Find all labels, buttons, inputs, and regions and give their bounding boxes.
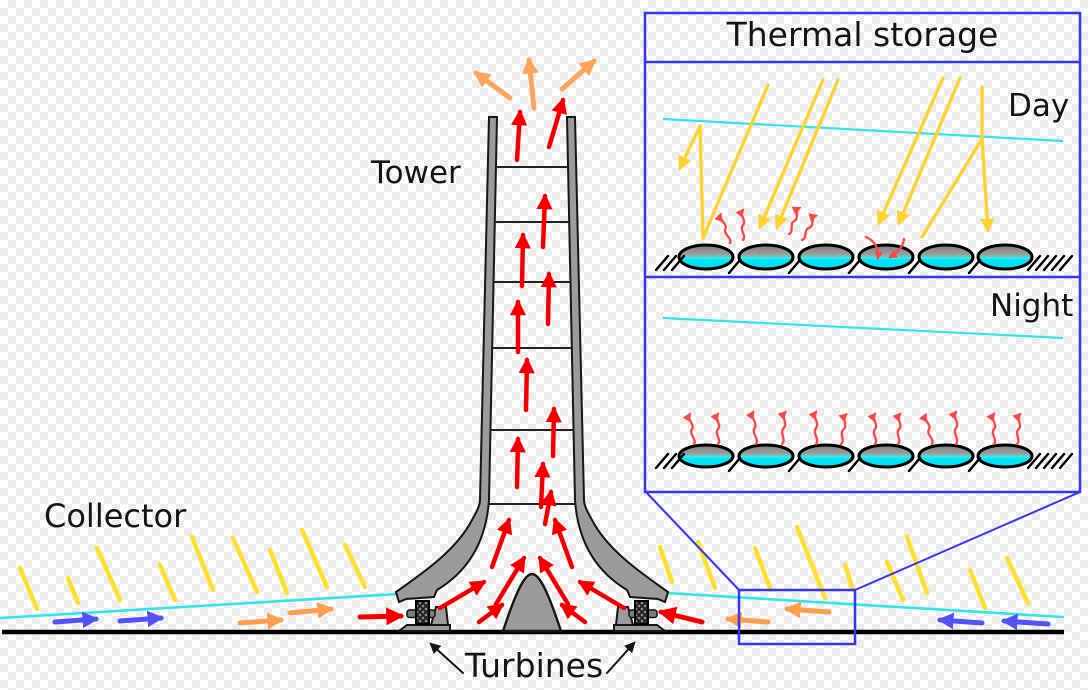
tower-wall-right [565,116,670,604]
tower-rungs [489,166,575,505]
sun-rays-right [657,524,1031,611]
night-heat-squiggles [682,410,1022,446]
tower-wall-left [394,116,499,604]
cool-air-arrows [52,610,1051,631]
warm-air-arrows [237,601,832,630]
day-storage-bags [677,243,1034,271]
day-ground-hatch [654,254,1074,275]
collector-glass-right [665,591,1065,619]
night-glass-line [662,316,1064,340]
turbine-rotor [634,600,649,625]
night-label: Night [990,288,1074,324]
sun-rays-left [17,527,368,612]
turbines-annotation-arrows [429,641,636,674]
inset-day-panel [654,76,1074,275]
thermal-storage-title: Thermal storage [726,15,999,54]
thermal-storage-inset [643,11,1082,646]
inset-connector-lines [645,491,1081,591]
day-heat-squiggles [714,206,906,261]
hot-air-inlet-arrows [357,606,705,626]
turbines-label: Turbines [465,646,604,685]
day-glass-line [662,117,1064,143]
day-label: Day [1008,88,1070,124]
collector-label: Collector [44,497,187,535]
tower-label: Tower [371,155,461,191]
chimney-outflow-arrows [473,57,597,111]
night-ground-hatch [654,452,1074,473]
inset-borders [643,11,1082,494]
collector-glass-left [0,592,400,620]
day-sun-rays [678,76,995,240]
night-storage-bags [677,443,1034,469]
zoom-source-rect [737,588,857,646]
tower-structure [394,116,670,633]
collector-glass [0,591,1065,620]
hot-air-updraft-arrows [437,97,627,625]
turbine-rotor [415,600,430,625]
diffuser-hump [501,572,563,633]
inset-night-panel [654,316,1074,473]
